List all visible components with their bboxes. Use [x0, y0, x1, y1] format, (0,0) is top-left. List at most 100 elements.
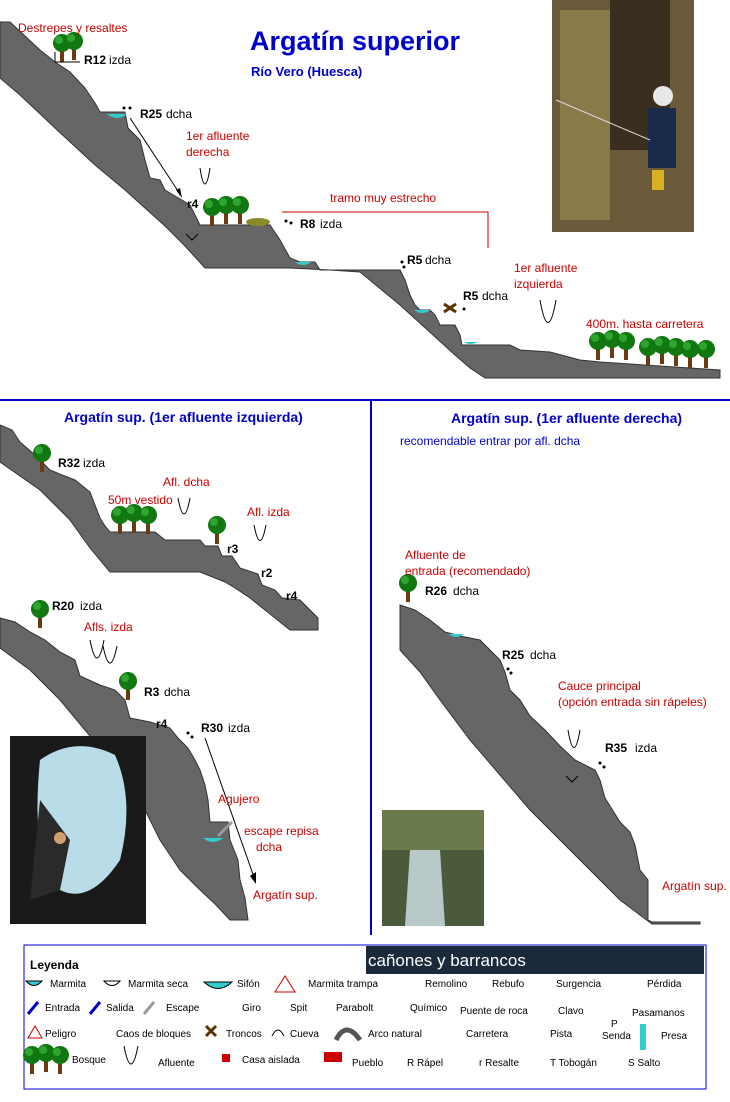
rapel-line — [129, 117, 181, 195]
photo-cave — [10, 736, 146, 924]
banner-text: cañones y barrancos — [368, 951, 526, 970]
legend-marmita: Marmita — [50, 979, 87, 990]
legend-peligro: Peligro — [45, 1029, 77, 1040]
salida-icon — [88, 1001, 102, 1015]
afluente-icon — [199, 167, 211, 185]
label-izquierda: izquierda — [514, 277, 563, 291]
legend-puente-roca: Puente de roca — [460, 1006, 528, 1017]
label-escape-dcha: dcha — [256, 840, 282, 854]
page-subtitle: Río Vero (Huesca) — [251, 64, 362, 79]
label-escape: escape repisa — [244, 824, 319, 838]
label-r2: r2 — [261, 566, 273, 580]
label-r20-side: izda — [80, 599, 102, 613]
legend-clavo: Clavo — [558, 1006, 584, 1017]
label-r26-side: dcha — [453, 584, 479, 598]
presa-icon — [640, 1024, 646, 1050]
legend-title: Leyenda — [30, 958, 79, 972]
marmita-icon — [448, 634, 464, 637]
label-agujero: Agujero — [218, 792, 260, 806]
label-r5b: R5 — [463, 289, 479, 303]
bosque-icon — [399, 574, 417, 602]
label-vestido: 50m vestido — [108, 493, 173, 507]
label-r3b: R3 — [144, 685, 160, 699]
legend-spit: Spit — [290, 1003, 307, 1014]
legend-arco: Arco natural — [368, 1029, 422, 1040]
label-1er-afluente: 1er afluente — [186, 129, 250, 143]
legend-caos: Caos de bloques — [116, 1029, 191, 1040]
cueva-icon — [271, 1029, 285, 1037]
legend-perdida: Pérdida — [647, 979, 682, 990]
label-afluente-de: Afluente de — [405, 548, 466, 562]
photo-canyoneer — [552, 0, 694, 232]
legend-marmita-seca: Marmita seca — [128, 979, 188, 990]
afluente-icon — [89, 639, 105, 659]
legend-escape: Escape — [166, 1003, 200, 1014]
afluente-icon — [539, 299, 557, 323]
label-r5b-side: dcha — [482, 289, 508, 303]
label-r20: R20 — [52, 599, 74, 613]
label-carretera: 400m. hasta carretera — [586, 317, 704, 331]
legend-marmita-trampa: Marmita trampa — [308, 979, 378, 990]
afluente-icon — [567, 729, 581, 748]
label-r30-side: izda — [228, 721, 250, 735]
legend-remolino: Remolino — [425, 979, 468, 990]
casa-aislada-icon — [222, 1054, 230, 1062]
legend-senda: Senda — [602, 1031, 631, 1042]
legend-afluente: Afluente — [158, 1058, 195, 1069]
legend-pista: Pista — [550, 1029, 573, 1040]
label-r5a: R5 — [407, 253, 423, 267]
right-note: recomendable entrar por afl. dcha — [400, 434, 580, 448]
label-r25-side: dcha — [166, 107, 192, 121]
label-argatin-left: Argatín sup. — [253, 888, 318, 902]
label-r8-side: izda — [320, 217, 342, 231]
label-r35-side: izda — [635, 741, 657, 755]
label-r5a-side: dcha — [425, 253, 451, 267]
escape-icon — [216, 820, 234, 838]
afluente-icon — [123, 1045, 139, 1065]
afluente-icon — [177, 497, 191, 515]
label-r32: R32 — [58, 456, 80, 470]
legend-pueblo: Pueblo — [352, 1058, 384, 1069]
giro-icon — [185, 233, 199, 241]
marmita-icon — [24, 980, 44, 986]
label-r4b: r4 — [156, 717, 168, 731]
legend-surgencia: Surgencia — [556, 979, 601, 990]
label-r4: r4 — [187, 197, 199, 211]
right-heading: Argatín sup. (1er afluente derecha) — [451, 410, 682, 426]
label-r25-right: R25 — [502, 648, 524, 662]
legend-carretera: Carretera — [466, 1029, 509, 1040]
marmita-icon — [295, 262, 311, 265]
label-tramo: tramo muy estrecho — [330, 191, 436, 205]
legend-tobogan: T Tobogán — [550, 1058, 597, 1069]
tramo-bracket — [282, 211, 489, 248]
legend-pasamanos-letter: P — [611, 1019, 618, 1030]
label-afl-dcha: Afl. dcha — [163, 475, 210, 489]
afluente-icon — [253, 524, 267, 541]
label-argatin-right: Argatín sup. — [662, 879, 727, 893]
marmita-icon — [464, 342, 478, 344]
peligro-icon — [27, 1025, 43, 1039]
left-heading: Argatín sup. (1er afluente izquierda) — [64, 409, 303, 425]
label-afls-izda: Afls. izda — [84, 620, 133, 634]
pueblo-icon — [324, 1052, 342, 1062]
marmita-icon — [203, 838, 223, 842]
legend-sifon: Sifón — [237, 979, 260, 990]
legend-salto: S Salto — [628, 1058, 661, 1069]
legend-entrada: Entrada — [45, 1003, 80, 1014]
legend-troncos: Troncos — [226, 1029, 262, 1040]
legend-giro: Giro — [242, 1003, 261, 1014]
legend-presa: Presa — [661, 1031, 688, 1042]
label-r4-left: r4 — [286, 589, 298, 603]
legend-rebufo: Rebufo — [492, 979, 525, 990]
bosque-icon — [53, 32, 83, 62]
entrada-icon — [26, 1001, 40, 1015]
bosque-icon — [203, 196, 270, 226]
label-r26: R26 — [425, 584, 447, 598]
arco-natural-icon — [333, 1027, 363, 1042]
label-r3: r3 — [227, 542, 239, 556]
legend-cueva: Cueva — [290, 1029, 319, 1040]
photo-waterfall — [382, 810, 484, 926]
banner — [366, 946, 704, 974]
